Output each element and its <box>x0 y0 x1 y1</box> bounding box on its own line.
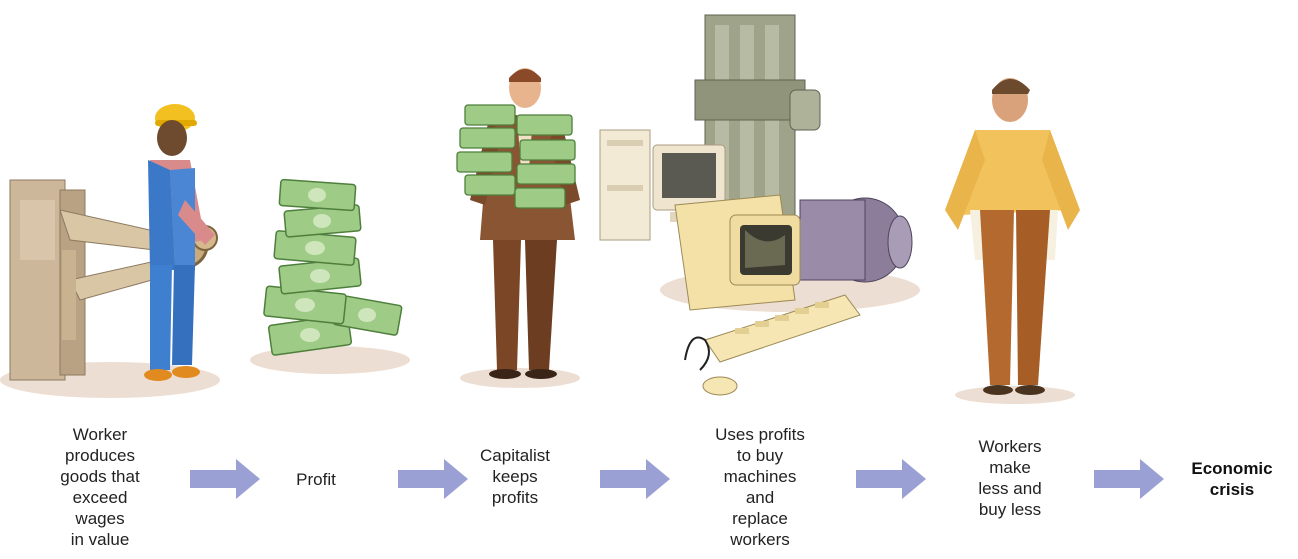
machines-and-computer-illustration <box>599 14 920 396</box>
step-label-workers-less: Workers make less and buy less <box>978 437 1042 519</box>
money-stack-illustration <box>250 178 410 374</box>
flow-arrow-3 <box>600 459 670 499</box>
flow-arrow-4 <box>856 459 926 499</box>
flow-arrow-1 <box>190 459 260 499</box>
step-label-economic-crisis: Economic crisis <box>1191 459 1273 499</box>
step-label-profit: Profit <box>296 470 336 489</box>
poor-worker-empty-pockets-illustration <box>945 78 1080 404</box>
step-label-worker: Worker produces goods that exceed wages … <box>60 425 140 549</box>
capitalist-holding-money-illustration <box>456 68 580 388</box>
step-label-capitalist: Capitalist keeps profits <box>480 446 550 507</box>
factory-worker-illustration <box>0 104 220 398</box>
flow-arrow-2 <box>398 459 468 499</box>
flow-arrow-5 <box>1094 459 1164 499</box>
step-label-machines: Uses profits to buy machines and replace… <box>715 425 805 549</box>
